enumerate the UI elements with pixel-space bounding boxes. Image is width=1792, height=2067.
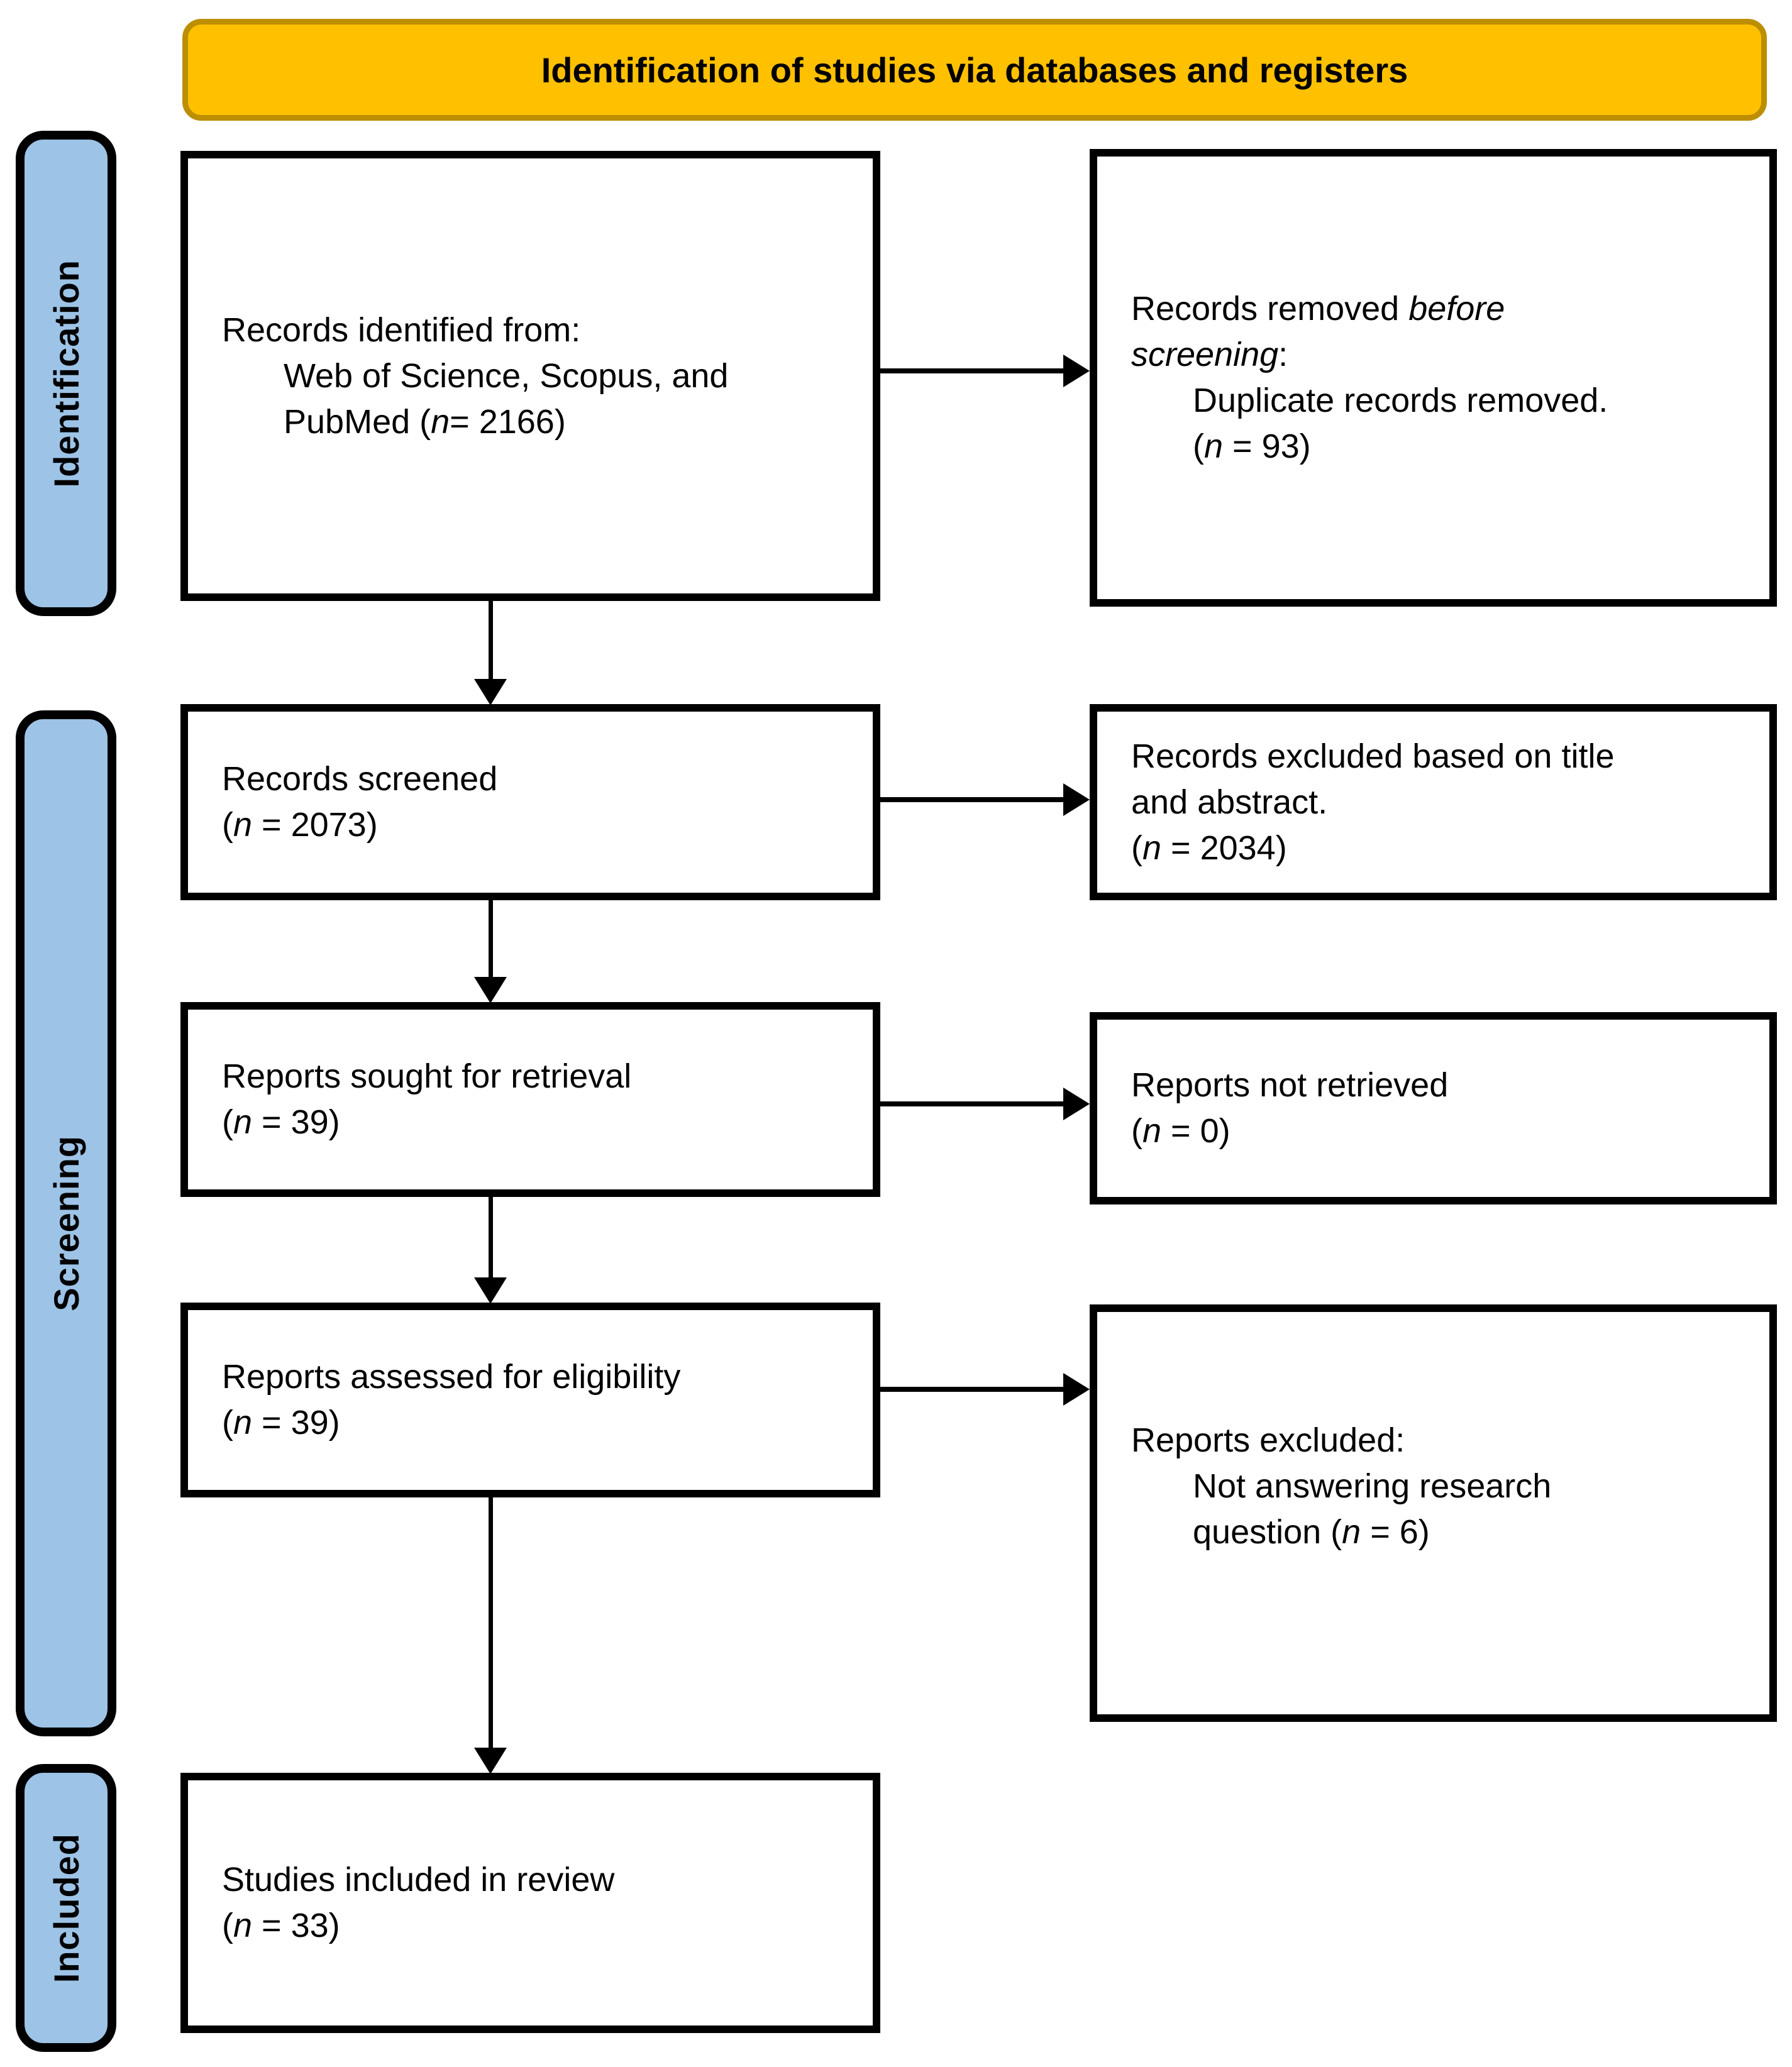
box-studies-included-text: Studies included in review(n = 33) [222, 1861, 615, 1944]
stage-label-screening-text: Screening [46, 1135, 86, 1311]
box-reports-assessed: Reports assessed for eligibility(n = 39) [180, 1303, 880, 1497]
stage-label-identification: Identification [16, 131, 116, 616]
down-arrowhead-icon [474, 1748, 507, 1774]
down-arrow-assessed-to-included [489, 1495, 493, 1749]
right-arrowhead-icon [1063, 355, 1090, 387]
down-arrowhead-icon [474, 1277, 507, 1304]
right-arrow-assessed-to-reports-excluded [880, 1387, 1063, 1392]
right-arrow-sought-to-not-retrieved [880, 1101, 1063, 1106]
down-arrow-screened-to-sought [489, 898, 493, 978]
box-reports-assessed-text: Reports assessed for eligibility(n = 39) [222, 1358, 681, 1441]
title-banner-label: Identification of studies via databases … [541, 50, 1408, 90]
down-arrowhead-icon [474, 679, 507, 705]
box-reports-not-retrieved-text: Reports not retrieved(n = 0) [1131, 1066, 1449, 1150]
title-banner: Identification of studies via databases … [182, 19, 1767, 121]
right-arrowhead-icon [1063, 1373, 1090, 1406]
box-records-identified-text: Records identified from:Web of Science, … [222, 311, 729, 441]
box-records-screened-text: Records screened(n = 2073) [222, 760, 498, 844]
down-arrow-sought-to-assessed [489, 1194, 493, 1279]
box-reports-sought: Reports sought for retrieval(n = 39) [180, 1002, 880, 1197]
stage-label-identification-text: Identification [46, 259, 86, 488]
stage-label-included: Included [16, 1764, 116, 2052]
box-records-screened: Records screened(n = 2073) [180, 704, 880, 900]
box-studies-included: Studies included in review(n = 33) [180, 1773, 880, 2033]
right-arrow-identified-to-removed [880, 368, 1063, 373]
right-arrowhead-icon [1063, 783, 1090, 816]
box-reports-not-retrieved: Reports not retrieved(n = 0) [1090, 1012, 1777, 1204]
down-arrowhead-icon [474, 977, 507, 1003]
stage-label-included-text: Included [46, 1833, 86, 1983]
box-reports-sought-text: Reports sought for retrieval(n = 39) [222, 1057, 632, 1141]
box-records-identified: Records identified from:Web of Science, … [180, 151, 880, 601]
down-arrow-identified-to-screened [489, 598, 493, 680]
stage-label-screening: Screening [16, 710, 116, 1736]
right-arrow-screened-to-excluded [880, 797, 1063, 802]
right-arrowhead-icon [1063, 1088, 1090, 1120]
